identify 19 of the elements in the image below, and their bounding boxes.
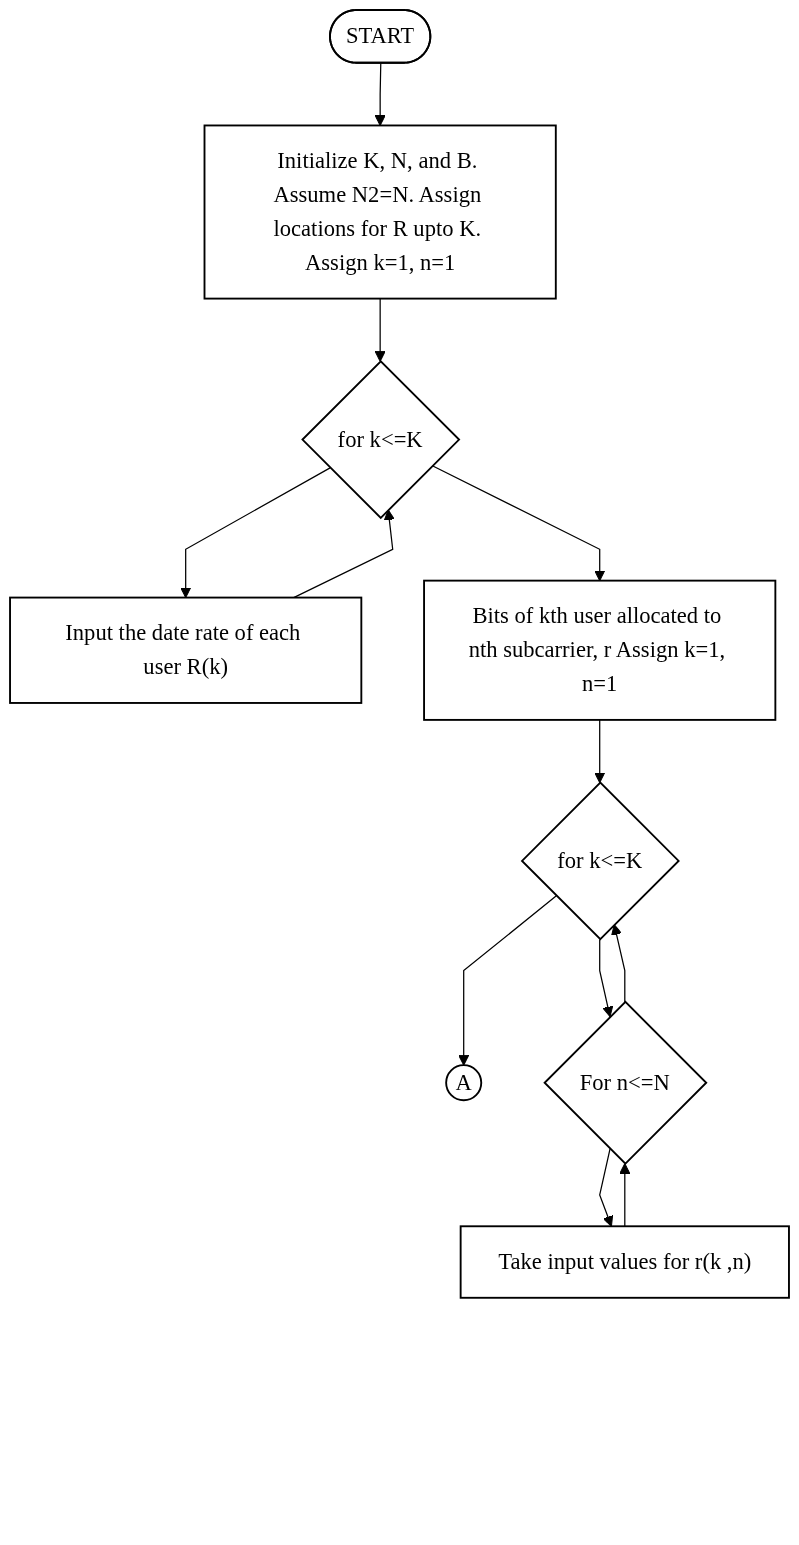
node-box: Bits of kth user allocated to nth subcarrier, r Assign k=1, n=1 (423, 579, 777, 721)
node-diamond: for k<=K (520, 781, 680, 941)
node-diamond: For n<=N (543, 1000, 708, 1165)
arrow (293, 509, 395, 599)
arrow (180, 467, 331, 599)
arrow (599, 1148, 614, 1227)
arrow (611, 924, 626, 1003)
node-circle: A (445, 1064, 483, 1102)
node-box: Input the date rate of each user R(k) (9, 596, 363, 704)
arrow (599, 938, 614, 1018)
node-box: Take input values for r(k ,n) (459, 1225, 790, 1299)
arrow (594, 719, 606, 784)
arrow (374, 62, 386, 126)
arrow (374, 297, 386, 362)
node-diamond: for k<=K (301, 360, 461, 520)
node-box: Initialize K, N, and B. Assume N2=N. Assign locations for R upto K. Assign k=1, n=1 (203, 124, 557, 300)
arrow (619, 1163, 631, 1227)
arrow (458, 895, 557, 1066)
arrow (431, 465, 606, 582)
